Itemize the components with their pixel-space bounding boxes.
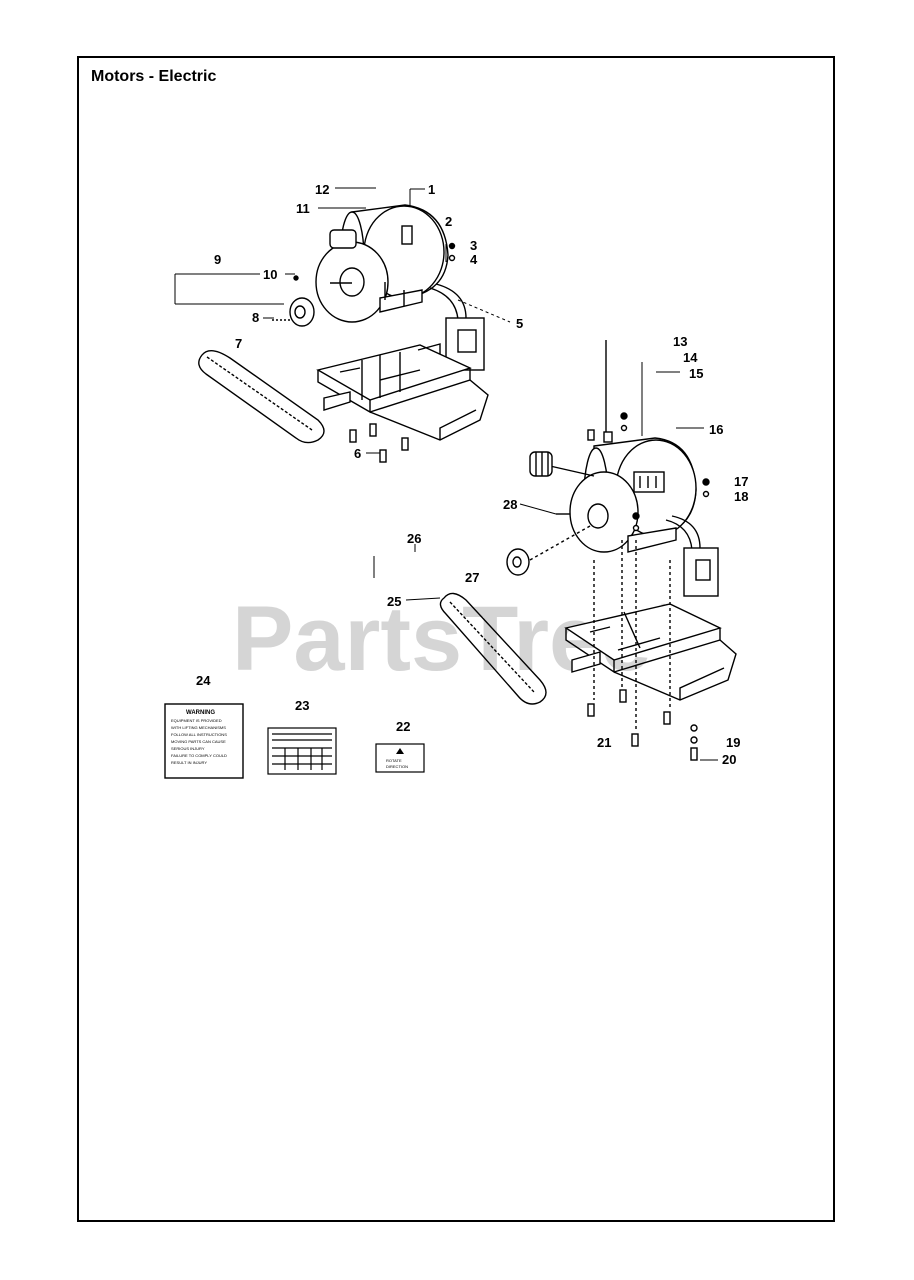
callout-28: 28 <box>503 497 517 512</box>
pulley-upper <box>272 275 315 327</box>
callout-7: 7 <box>235 336 242 351</box>
diagram-frame <box>77 56 835 1222</box>
decal-24-line: FOLLOW ALL INSTRUCTIONS <box>171 732 227 737</box>
decal-24-line: WITH LIFTING MECHANISMS <box>171 725 226 730</box>
decal-24-line: EQUIPMENT IS PROVIDED <box>171 718 222 723</box>
callout-16: 16 <box>709 422 723 437</box>
decal-22-rotation: ROTATE DIRECTION <box>375 743 425 773</box>
decal-24-line: MOVING PARTS CAN CAUSE <box>171 739 226 744</box>
callout-24: 24 <box>196 673 211 688</box>
callout-22: 22 <box>396 719 410 734</box>
callout-5: 5 <box>516 316 523 331</box>
callout-14: 14 <box>683 350 698 365</box>
callout-11: 11 <box>296 201 310 216</box>
callout-12: 12 <box>315 182 329 197</box>
motor-assembly-lower <box>529 340 737 761</box>
callout-25: 25 <box>387 594 401 609</box>
callout-15: 15 <box>689 366 703 381</box>
callout-18: 18 <box>734 489 748 504</box>
decal-24-heading: WARNING <box>186 710 215 716</box>
callout-27: 27 <box>465 570 479 585</box>
decal-24-warning: WARNING EQUIPMENT IS PROVIDED WITH LIFTI… <box>164 703 244 779</box>
callout-8: 8 <box>252 310 259 325</box>
decal-24-line: FAILURE TO COMPLY COULD <box>171 753 227 758</box>
callout-4: 4 <box>470 252 478 267</box>
callout-23: 23 <box>295 698 309 713</box>
leader-lines <box>174 187 718 761</box>
callout-10: 10 <box>263 267 277 282</box>
callout-2: 2 <box>445 214 452 229</box>
callout-3: 3 <box>470 238 477 253</box>
decal-23-table <box>267 727 337 775</box>
motor-assembly-upper <box>315 204 489 463</box>
callout-21: 21 <box>597 735 611 750</box>
callout-20: 20 <box>722 752 736 767</box>
callout-19: 19 <box>726 735 740 750</box>
callout-13: 13 <box>673 334 687 349</box>
decal-24-line: SERIOUS INJURY <box>171 746 205 751</box>
belt-lower <box>439 592 547 705</box>
callout-1: 1 <box>428 182 435 197</box>
callouts: 1 2 3 4 5 6 7 8 9 10 11 12 13 14 15 16 1… <box>196 182 748 767</box>
callout-26: 26 <box>407 531 421 546</box>
pulley-lower <box>506 513 591 576</box>
decal-22-line: DIRECTION <box>386 764 408 769</box>
page-title: Motors - Electric <box>91 68 217 85</box>
decal-24-line: RESULT IN INJURY <box>171 760 207 765</box>
decal-22-line: ROTATE <box>386 758 402 763</box>
belt-upper <box>198 350 325 444</box>
callout-17: 17 <box>734 474 748 489</box>
callout-6: 6 <box>354 446 361 461</box>
callout-9: 9 <box>214 252 221 267</box>
